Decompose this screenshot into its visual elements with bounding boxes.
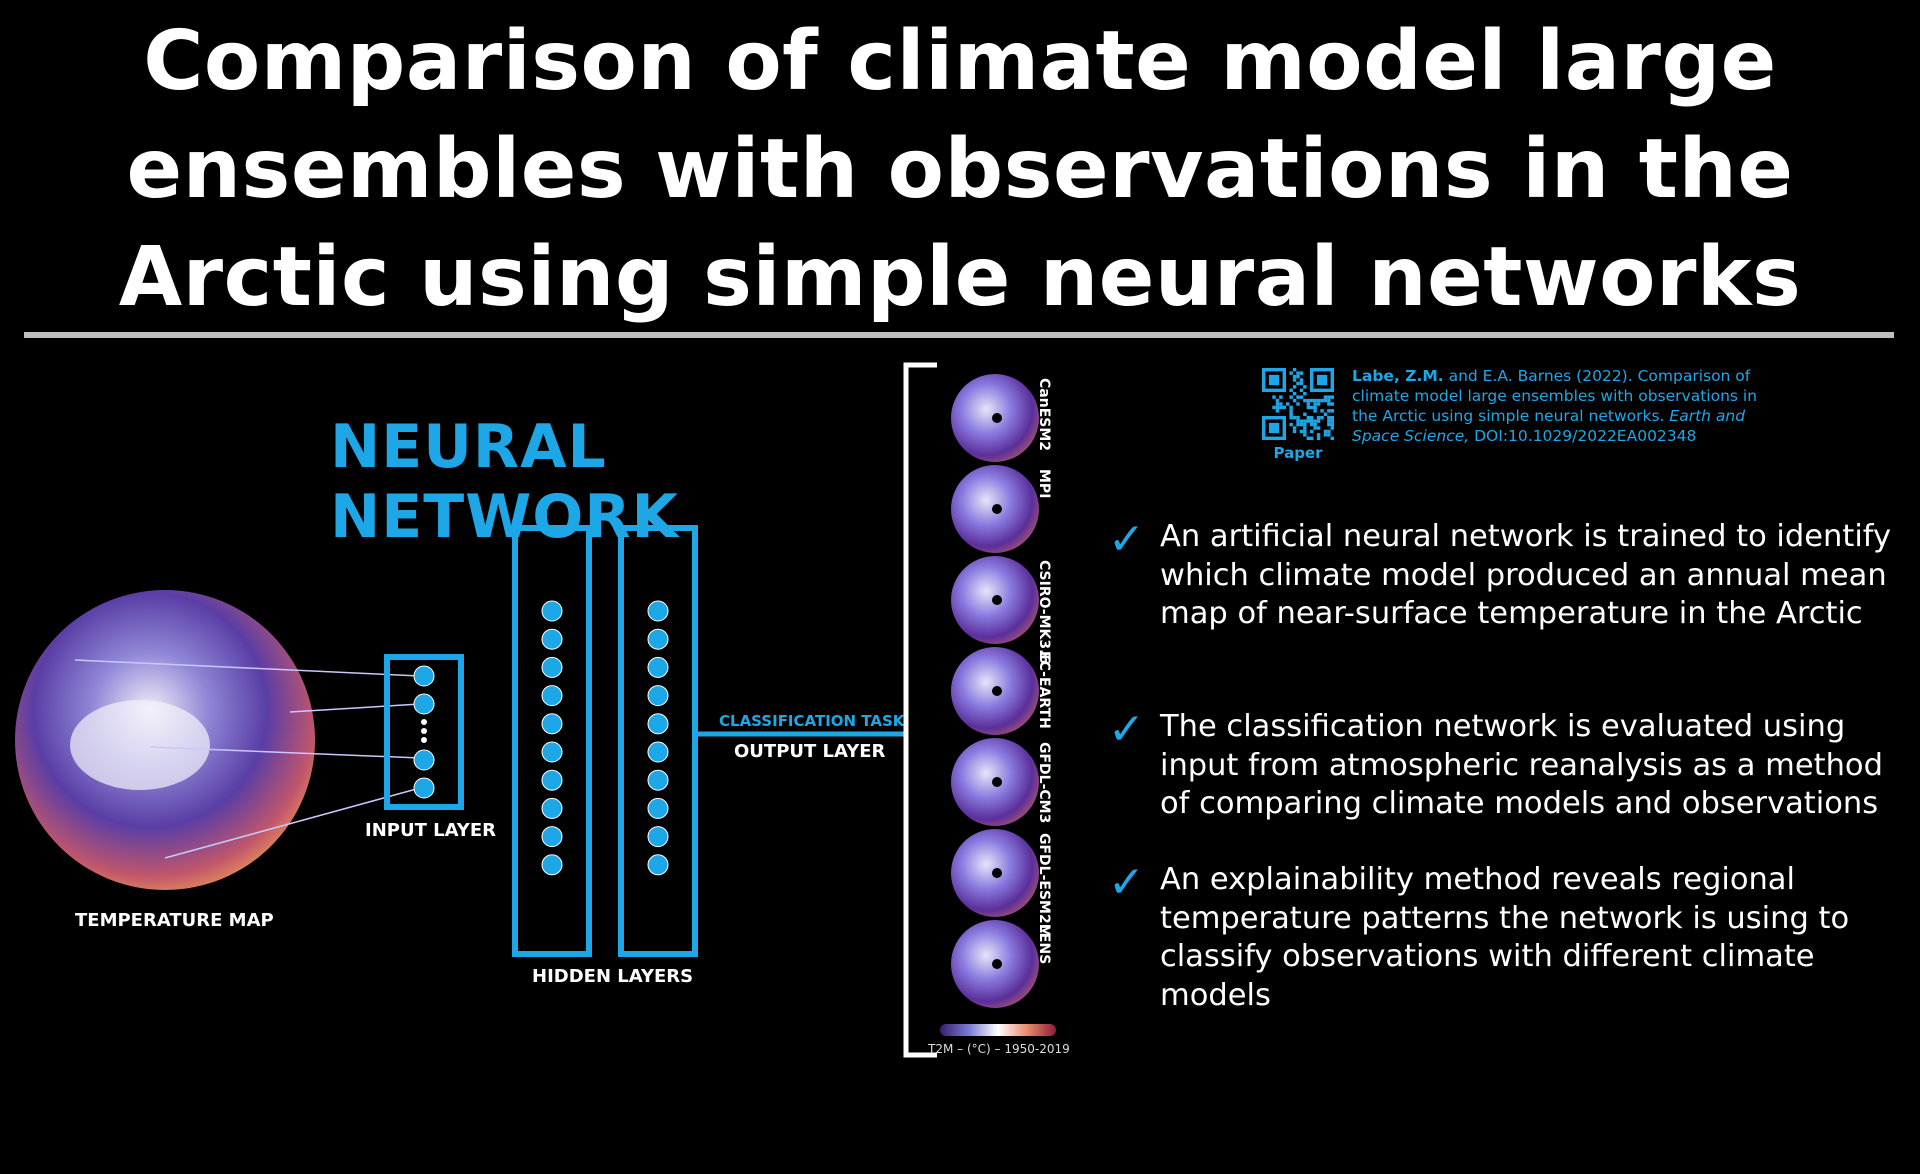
- neural-network-diagram: TEMPERATURE MAP INPUT LAYER HIDDEN LAYER…: [15, 362, 1039, 1058]
- hidden-node: [541, 628, 563, 650]
- hidden-layer-2-box: [618, 525, 698, 957]
- hidden-node: [541, 797, 563, 819]
- neural-network-heading: NEURAL NETWORK: [330, 412, 680, 552]
- hidden-node: [647, 741, 669, 763]
- hidden-layer-nodes: [541, 600, 669, 876]
- hidden-node: [647, 797, 669, 819]
- north-pole-dot: [992, 777, 1002, 787]
- hidden-node: [647, 600, 669, 622]
- bullet-text: An artificial neural network is trained …: [1160, 519, 1892, 631]
- checkmark-icon: ✓: [1108, 704, 1145, 755]
- colorbar: [940, 1024, 1056, 1036]
- qr-paper-label[interactable]: Paper: [1273, 444, 1323, 462]
- hidden-node: [541, 685, 563, 707]
- north-pole-dot: [992, 959, 1002, 969]
- checkmark-icon: ✓: [1108, 514, 1145, 565]
- input-layer-label: INPUT LAYER: [365, 820, 496, 841]
- classification-task-label: CLASSIFICATION TASK: [719, 712, 906, 730]
- hidden-node: [541, 854, 563, 876]
- hidden-node: [541, 741, 563, 763]
- output-bracket: [903, 362, 937, 1058]
- qr-code[interactable]: [1262, 368, 1334, 440]
- north-pole-dot: [992, 595, 1002, 605]
- hidden-node: [647, 628, 669, 650]
- input-layer-box: [384, 654, 464, 810]
- hidden-node: [647, 656, 669, 678]
- hidden-node: [647, 685, 669, 707]
- output-layer-label: OUTPUT LAYER: [734, 741, 886, 762]
- model-maps: [951, 374, 1039, 1008]
- north-pole-dot: [992, 868, 1002, 878]
- hidden-node: [541, 769, 563, 791]
- hidden-node: [647, 713, 669, 735]
- colorbar-label: T2M – (°C) – 1950-2019: [928, 1042, 1070, 1056]
- hidden-node: [647, 826, 669, 848]
- hidden-layer-1-box: [512, 525, 592, 957]
- citation-author: Labe, Z.M.: [1352, 367, 1444, 385]
- page-title: Comparison of climate model large ensemb…: [118, 14, 1802, 325]
- title-divider: [24, 332, 1894, 338]
- hidden-node: [541, 826, 563, 848]
- hidden-node: [541, 713, 563, 735]
- hidden-node: [647, 854, 669, 876]
- hidden-node: [541, 600, 563, 622]
- hidden-layers-label: HIDDEN LAYERS: [532, 966, 693, 987]
- north-pole-dot: [992, 686, 1002, 696]
- hidden-node: [647, 769, 669, 791]
- checkmark-icon: ✓: [1108, 857, 1145, 908]
- north-pole-dot: [992, 504, 1002, 514]
- citation-journal: Earth and Space Science,: [1352, 407, 1746, 445]
- citation[interactable]: Labe, Z.M. and E.A. Barnes (2022). Compa…: [1352, 366, 1782, 446]
- citation-text: and E.A. Barnes (2022). Comparison of cl…: [1352, 367, 1758, 425]
- hidden-node: [541, 656, 563, 678]
- temperature-map-label: TEMPERATURE MAP: [75, 910, 274, 931]
- north-pole-dot: [992, 413, 1002, 423]
- citation-doi: DOI:10.1029/2022EA002348: [1469, 427, 1697, 445]
- bullet-text: An explainability method reveals regiona…: [1160, 862, 1850, 1013]
- bullet-text: The classification network is evaluated …: [1160, 709, 1883, 821]
